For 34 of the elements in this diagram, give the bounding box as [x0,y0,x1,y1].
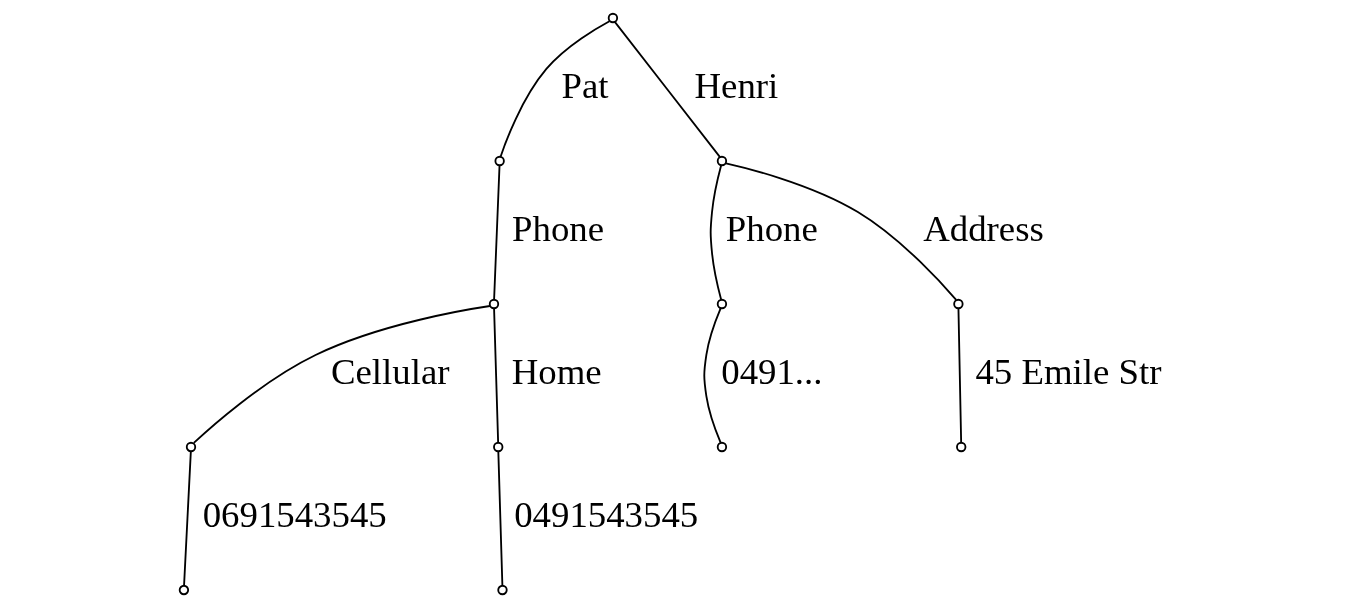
connector [493,164,501,301]
edge-label: Phone [512,208,605,250]
node-circle [607,12,619,24]
node-circle [716,155,728,167]
edge-label: Home [511,351,602,393]
connector [613,20,721,158]
node-circle [185,441,197,453]
edge-label: 0491543545 [514,494,699,536]
edge-label: Pat [561,65,609,107]
edge-label: 45 Emile Str [975,351,1162,393]
edge-label: 0691543545 [202,494,387,536]
node-circle [956,441,967,453]
node-circle [716,298,728,310]
node-circle [493,441,504,453]
connector [192,305,491,444]
edge-label: 0491... [721,351,823,393]
node-circle [953,298,964,310]
node-circle [716,441,728,453]
connector [709,164,722,301]
node-circle [497,584,508,596]
connector [725,162,958,301]
connector [183,450,192,587]
node-circle [488,298,500,310]
connector [497,450,504,587]
edge-label: Address [923,208,1044,250]
edge-label: Henri [694,65,779,107]
edge-label: Phone [725,208,818,250]
connector [703,307,722,444]
edge-label: Cellular [330,351,450,393]
connector [499,20,611,158]
node-circle [178,584,190,596]
node-circle [494,155,505,167]
connector [493,307,500,444]
connector [957,307,963,444]
